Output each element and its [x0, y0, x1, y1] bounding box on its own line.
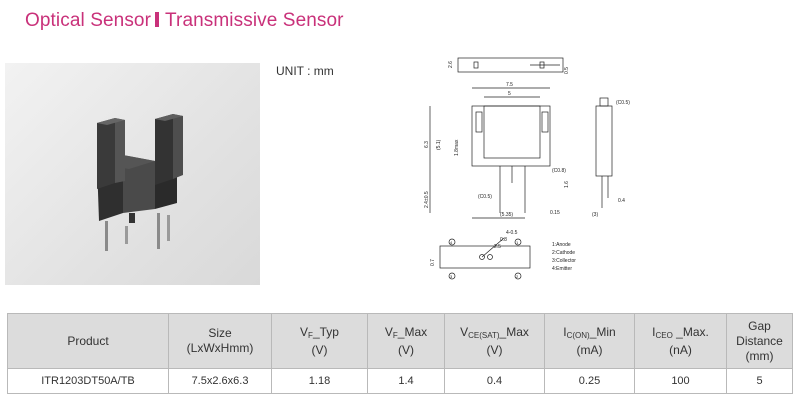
page-title: Optical Sensor Transmissive Sensor: [25, 10, 344, 32]
spec-header-row: Product Size(LxWxHmm) VF_Typ(V) VF_Max(V…: [7, 313, 793, 369]
unit-label: UNIT : mm: [276, 64, 334, 78]
cell-product: ITR1203DT50A/TB: [7, 368, 169, 394]
cell-vce-sat-max: 0.4: [444, 368, 545, 394]
dimension-drawing: 2.6 0.5 7.5 5 6.3 (5.1) 1.8max (C0.8) 1.…: [400, 48, 660, 292]
title-separator: [155, 12, 160, 27]
header-iceo-max: ICEO _Max.(nA): [634, 313, 727, 369]
title-subcategory: Transmissive Sensor: [165, 10, 344, 31]
spec-table: Product Size(LxWxHmm) VF_Typ(V) VF_Max(V…: [7, 313, 793, 394]
side-view-outline: [595, 105, 613, 177]
header-vf-typ: VF_Typ(V): [271, 313, 368, 369]
header-vce-sat-max: VCE(SAT)_Max(V): [444, 313, 545, 369]
top-view-outline: [457, 57, 564, 73]
pin-number: 3: [450, 274, 453, 279]
pin-number: 1: [516, 240, 519, 245]
dim-label: 2.5: [494, 244, 501, 250]
pin-legend-1: 1:Anode: [552, 242, 571, 248]
pin-legend-3: 3:Collector: [552, 258, 576, 264]
cell-iceo-max: 100: [634, 368, 727, 394]
dim-label: 1.8max: [454, 139, 460, 156]
bottom-view-outline: [439, 245, 531, 269]
cell-gap-distance: 5: [726, 368, 793, 394]
table-row: ITR1203DT50A/TB 7.5x2.6x6.3 1.18 1.4 0.4…: [7, 368, 793, 394]
dim-label: (C0.5): [478, 194, 492, 200]
pin-legend-4: 4:Emitter: [552, 266, 572, 272]
pin-number: 4: [450, 240, 453, 245]
dim-label: 0.8: [500, 237, 507, 243]
cell-vf-max: 1.4: [367, 368, 445, 394]
pin-number: 2: [516, 274, 519, 279]
dim-label: 7.5: [506, 82, 513, 88]
cell-vf-typ: 1.18: [271, 368, 368, 394]
dim-label: 5: [508, 91, 511, 97]
dim-label: 2.4±0.5: [424, 191, 430, 208]
dim-label: 0.5: [564, 67, 570, 74]
header-size: Size(LxWxHmm): [168, 313, 272, 369]
dim-label: 0.4: [618, 198, 625, 204]
product-photo: [5, 63, 260, 285]
pin-legend-2: 2:Cathode: [552, 250, 575, 256]
dim-label: (5.1): [436, 139, 442, 150]
cell-ic-on-min: 0.25: [544, 368, 635, 394]
sensor-photo-illustration: [97, 114, 183, 251]
dim-label: 0.7: [430, 259, 436, 266]
dim-label: 0.15: [550, 210, 560, 216]
title-category: Optical Sensor: [25, 10, 152, 31]
dim-label: (3): [592, 212, 598, 218]
dim-label: 1.6: [564, 181, 570, 188]
dim-label: 4-0.5: [506, 230, 518, 236]
dim-label: (C0.5): [616, 100, 630, 106]
dim-label: 2.6: [448, 61, 454, 68]
header-vf-max: VF_Max(V): [367, 313, 445, 369]
dim-label: (C0.8): [552, 168, 566, 174]
cell-size: 7.5x2.6x6.3: [168, 368, 272, 394]
header-product: Product: [7, 313, 169, 369]
dim-label: (5.35): [500, 212, 513, 218]
dim-label: 6.3: [424, 141, 430, 148]
header-ic-on-min: IC(ON)_Min(mA): [544, 313, 635, 369]
